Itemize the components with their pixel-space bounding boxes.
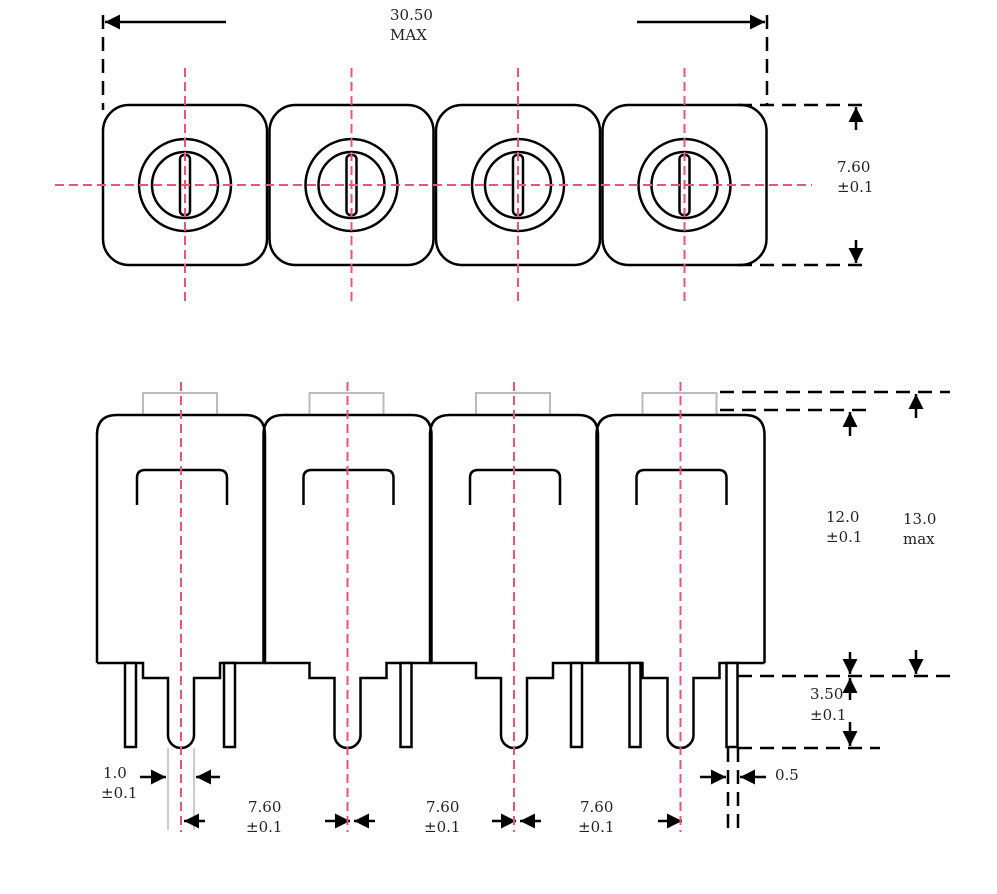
body-height-value: 12.0 bbox=[826, 508, 859, 526]
centerlines bbox=[55, 68, 812, 832]
side-pin bbox=[222, 661, 237, 749]
pin-length-tol: ±0.1 bbox=[810, 706, 846, 724]
side-pin bbox=[123, 661, 138, 749]
dimensions: 30.50 MAX 7.60 ±0.1 12.0 ±0.1 13.0 max 3… bbox=[101, 6, 950, 836]
overall-width-note: MAX bbox=[390, 26, 427, 44]
pin-thickness-value: 0.5 bbox=[775, 766, 799, 784]
total-height-value: 13.0 bbox=[903, 510, 936, 528]
body-height-tol: ±0.1 bbox=[826, 528, 862, 546]
units-layer bbox=[95, 103, 768, 750]
pitch-1-value: 7.60 bbox=[248, 798, 281, 816]
total-height-note: max bbox=[903, 530, 935, 548]
pin-length-value: 3.50 bbox=[810, 685, 843, 703]
pitch-1-tol: ±0.1 bbox=[246, 818, 282, 836]
overall-width-value: 30.50 bbox=[390, 6, 433, 24]
pin-width-tol: ±0.1 bbox=[101, 784, 137, 802]
side-pin bbox=[569, 661, 584, 749]
side-pin bbox=[399, 661, 413, 749]
top-height-value: 7.60 bbox=[837, 158, 870, 176]
top-height-tol: ±0.1 bbox=[837, 178, 873, 196]
side-pin bbox=[628, 661, 642, 749]
pin-width-value: 1.0 bbox=[103, 764, 127, 782]
pitch-2-tol: ±0.1 bbox=[424, 818, 460, 836]
pitch-3-value: 7.60 bbox=[580, 798, 613, 816]
pitch-2-value: 7.60 bbox=[426, 798, 459, 816]
side-pin bbox=[725, 661, 739, 749]
pitch-3-tol: ±0.1 bbox=[578, 818, 614, 836]
